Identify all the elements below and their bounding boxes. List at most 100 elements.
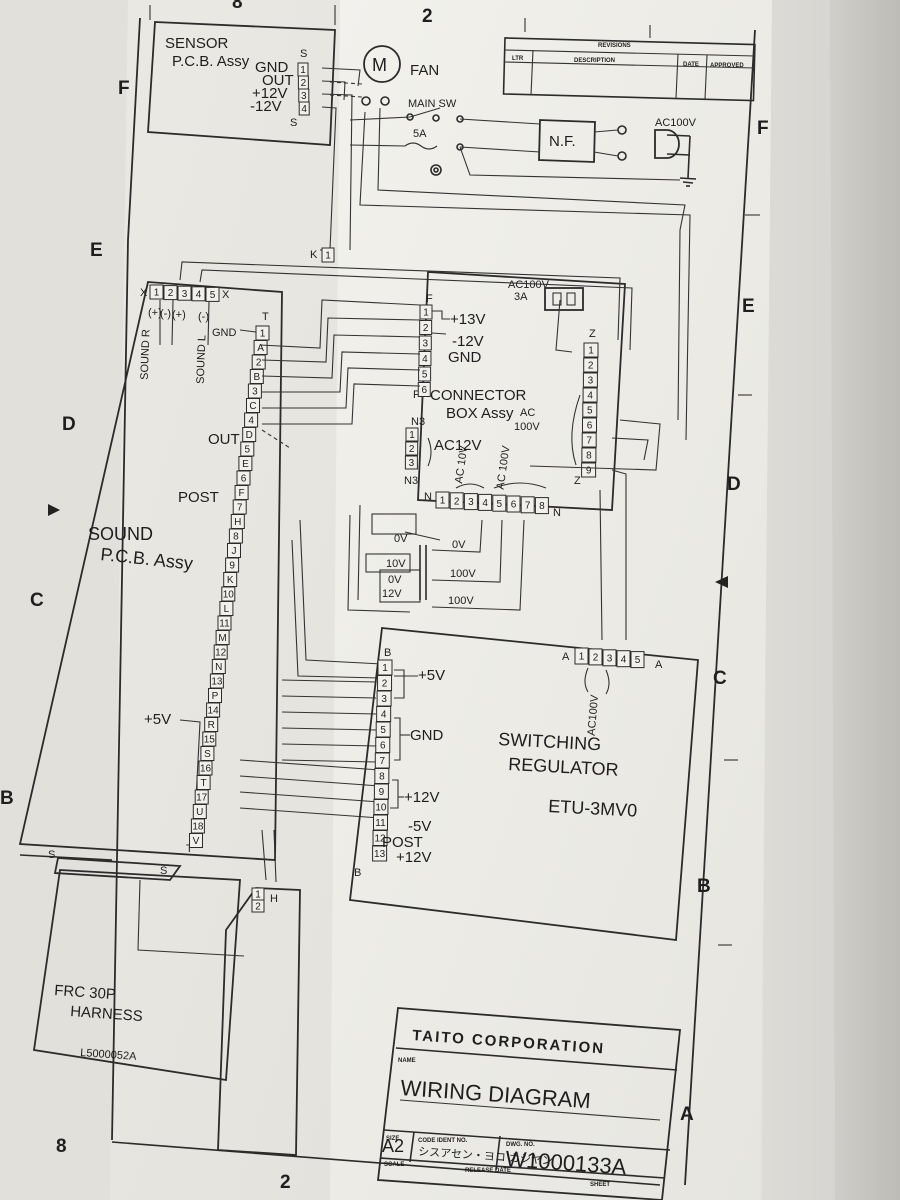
t-pin-label: 13 [211,677,223,688]
connector-box-title-1: CONNECTOR [430,387,527,404]
svg-text:AC: AC [520,407,535,419]
n-pin-label: 4 [482,498,488,509]
sensor-pin [298,101,310,116]
frc-harness: S S FRC 30P HARNESS L5000052A 12 H [32,829,301,1156]
svg-text:A: A [655,659,663,671]
x-sig-2: (-) [160,308,171,320]
t-pin-label: P [212,691,219,702]
sound-post: POST [178,489,219,506]
x-sig-4: (-) [198,311,209,323]
tx-0v-a: 0V [394,533,408,545]
n-pin-label: 2 [454,496,460,507]
zone-top-left: 8 [232,0,243,13]
svg-text:A: A [562,651,570,663]
b-pin-label: 9 [379,787,385,798]
rev-col-description: DESCRIPTION [574,58,615,64]
h-pin-label: 2 [255,902,261,913]
x-pin [149,284,164,300]
sensor-gnd: GND [255,59,289,76]
z-pin-label: 9 [586,466,592,477]
n-pin-label: 8 [539,501,545,512]
svg-text:B: B [697,876,711,897]
n-pin [534,497,549,515]
z-pin [581,447,597,463]
z-pin [582,387,598,403]
svg-text:F: F [413,389,420,401]
z-pin-label: 7 [586,436,592,447]
sensor-pcb: SENSOR P.C.B. Assy S S GND OUT +12V -12V… [147,21,336,146]
sensor-out: OUT [262,72,294,89]
x-sig-3: (+) [172,309,186,321]
x-pin-label: 5 [210,290,216,301]
name-tag: NAME [398,1058,416,1064]
svg-text:S: S [160,865,167,877]
x-pin-label: 3 [182,289,188,300]
svg-text:B: B [354,867,361,879]
n-pin [435,491,450,509]
fan: M FAN [361,45,439,106]
x-pin-label: 1 [154,288,160,299]
zone-letters-left: F E D C B [0,78,130,809]
sound-5v: +5V [144,711,171,728]
t-pin-label: A [257,343,264,354]
connector-box-title-2: BOX Assy [446,405,514,422]
n3-pin [405,441,419,456]
b-pin-label: 7 [380,756,386,767]
rev-col-approved: APPROVED [710,63,744,69]
sensor-title-1: SENSOR [165,35,229,52]
f-pin-label: 5 [422,370,428,381]
z-pin-label: 8 [586,451,592,462]
regulator-model: ETU-3MV0 [548,796,638,821]
t-pin-label: H [234,517,241,528]
b-5v: +5V [418,667,445,684]
fuse-label: 5A [413,128,427,140]
t-pin-label: F [239,488,245,499]
a-pin [602,649,617,667]
z-pin [581,432,597,448]
z-pin [581,462,597,478]
t-pin-label: 12 [215,648,227,659]
switching-regulator: SWITCHING REGULATOR ETU-3MV0 B B 1234567… [349,627,699,942]
t-pin-label: 18 [192,822,204,833]
t-pin-label: 7 [237,503,243,514]
t-pin-label: E [242,459,249,470]
b-pin [372,845,388,862]
fan-label: FAN [410,62,439,79]
f-pin-label: 3 [423,339,429,350]
a-pin-label: 3 [607,653,613,664]
sensor-pin-label: 1 [300,65,306,76]
power-input: MAIN SW 5A N.F. AC100V [349,98,697,441]
n3-pin-label: 2 [409,444,415,455]
b-pin-label: 6 [380,741,386,752]
z-pin [582,402,598,418]
x-sig-1: (+) [148,307,162,319]
t-pin-label: 1 [260,329,266,340]
a-pin [574,647,589,665]
n3-pin-label: 1 [409,430,415,441]
t-pin-label: 16 [200,764,212,775]
b-pin-label: 8 [379,772,385,783]
sensor-m12v: -12V [250,98,282,115]
b-pin-label: 13 [374,849,386,860]
n3-connector: 123 [404,427,419,470]
zone-bottom-left: 8 [56,1136,67,1157]
b-pin-label: 4 [381,710,387,721]
svg-text:F: F [426,293,433,305]
f-13v: +13V [450,311,485,328]
harness-wires [179,261,661,819]
x-pin-label: 2 [168,288,174,299]
f-pin [419,320,433,335]
svg-text:S: S [48,849,55,861]
sound-title-1: SOUND [88,524,153,544]
sheet-tag: SHEET [590,1182,610,1188]
tx-0v-b: 0V [388,574,402,586]
t-pin-label: 6 [241,474,247,485]
n-pin [492,494,507,512]
t-pin-label: M [218,633,226,644]
svg-text:100V: 100V [514,421,540,433]
tx-10v: 10V [386,558,406,570]
